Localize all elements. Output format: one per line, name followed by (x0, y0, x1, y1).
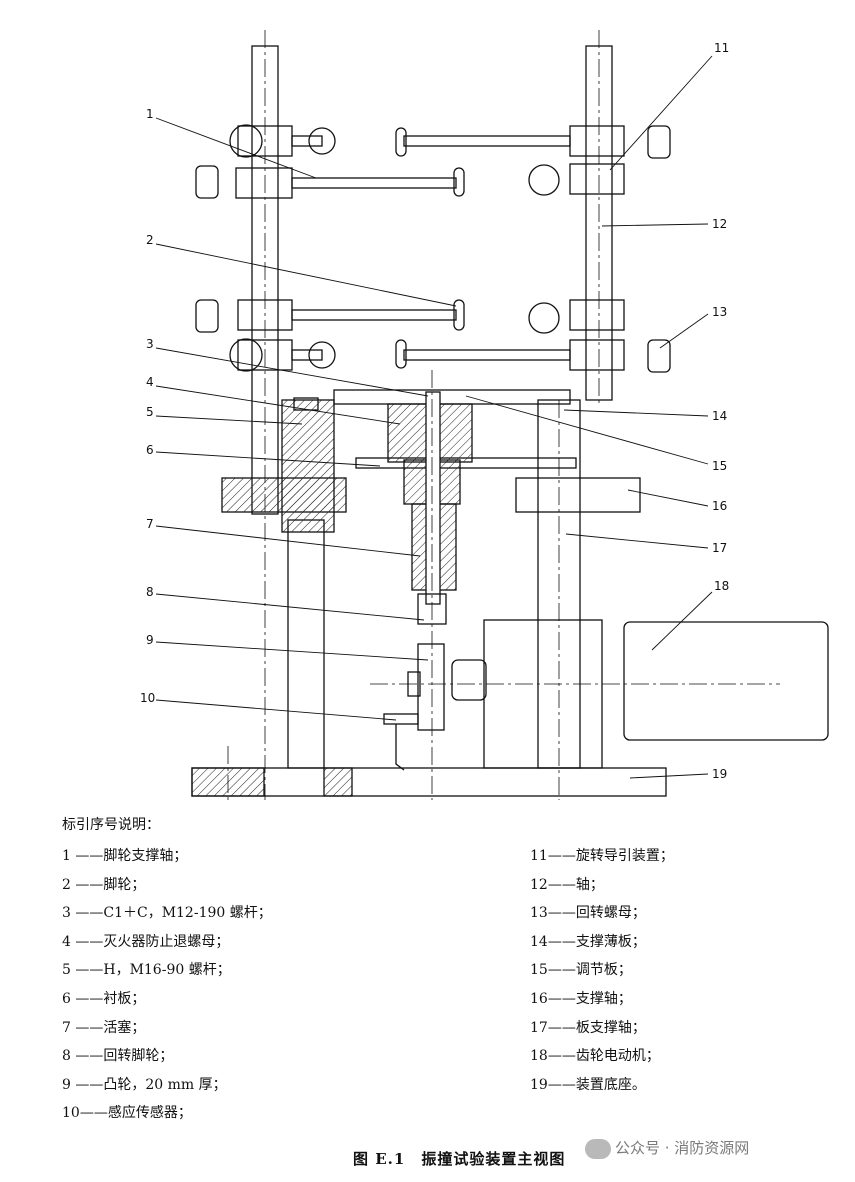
callout-number: 15 (712, 459, 727, 473)
wechat-icon (585, 1138, 611, 1159)
gearbox (483, 619, 603, 769)
legend-item: 18——齿轮电动机； (530, 1048, 660, 1065)
callout-number: 6 (146, 443, 154, 457)
legend-item: 8 ——回转脚轮； (62, 1048, 174, 1065)
legend-item: 4 ——灭火器防止退螺母； (62, 933, 230, 950)
callout-number: 5 (146, 405, 154, 419)
callout-number: 7 (146, 517, 154, 531)
callout-number: 13 (712, 305, 727, 319)
callout-number: 14 (712, 409, 727, 423)
callout-number: 10 (140, 691, 155, 705)
figure-caption: 图 E.1 振撞试验装置主视图 (353, 1150, 566, 1168)
callout-number: 4 (146, 375, 154, 389)
legend-title: 标引序号说明： (62, 817, 160, 833)
watermark: 公众号 · 消防资源网 (585, 1137, 749, 1159)
callout-number: 1 (146, 107, 154, 121)
callout-number: 18 (714, 579, 729, 593)
callout-number: 17 (712, 541, 727, 555)
gear-motor (623, 621, 829, 741)
callout-number: 2 (146, 233, 154, 247)
legend-item: 16——支撑轴； (530, 990, 632, 1007)
legend-list-left: 1 ——脚轮支撑轴； 2 ——脚轮； 3 ——C1＋C，M12-190 螺杆； … (62, 842, 272, 1128)
legend-item: 14——支撑薄板； (530, 933, 646, 950)
legend-item: 1 ——脚轮支撑轴； (62, 848, 188, 864)
callout-number: 16 (712, 499, 727, 513)
legend-item: 6 ——衬板； (62, 990, 146, 1007)
base-hatch-mid (323, 767, 353, 797)
cam (417, 643, 445, 731)
watermark-text: 公众号 · 消防资源网 (615, 1139, 750, 1157)
legend-item: 19——装置底座。 (530, 1076, 646, 1093)
legend-item: 3 ——C1＋C，M12-190 螺杆； (62, 905, 272, 922)
legend-item: 7 ——活塞； (62, 1019, 146, 1036)
callout-number: 3 (146, 337, 154, 351)
legend-item: 15——调节板； (530, 962, 632, 979)
legend-item: 2 ——脚轮； (62, 876, 146, 893)
callout-number: 12 (712, 217, 727, 231)
callout-number: 19 (712, 767, 727, 781)
legend-item: 11——旋转导引装置； (530, 848, 674, 864)
legend-item: 5 ——H，M16-90 螺杆； (62, 962, 231, 979)
support-plate (333, 389, 571, 405)
apparatus-front-view-drawing: 1 2 3 4 5 6 7 8 9 10 11 12 13 14 15 16 1… (140, 30, 829, 800)
callout-number: 9 (146, 633, 154, 647)
legend-item: 17——板支撑轴； (530, 1019, 646, 1036)
callout-number: 8 (146, 585, 154, 599)
legend-item: 9 ——凸轮，20 mm 厚； (62, 1076, 227, 1093)
legend-item: 10——感应传感器； (62, 1105, 192, 1122)
callout-number: 11 (714, 41, 729, 55)
left-lower-column (287, 519, 325, 769)
legend-item: 12——轴； (530, 876, 604, 893)
legend-list-right: 11——旋转导引装置； 12——轴； 13——回转螺母； 14——支撑薄板； 1… (530, 842, 674, 1099)
support-shaft-block (515, 477, 641, 513)
legend-item: 13——回转螺母； (530, 905, 646, 922)
